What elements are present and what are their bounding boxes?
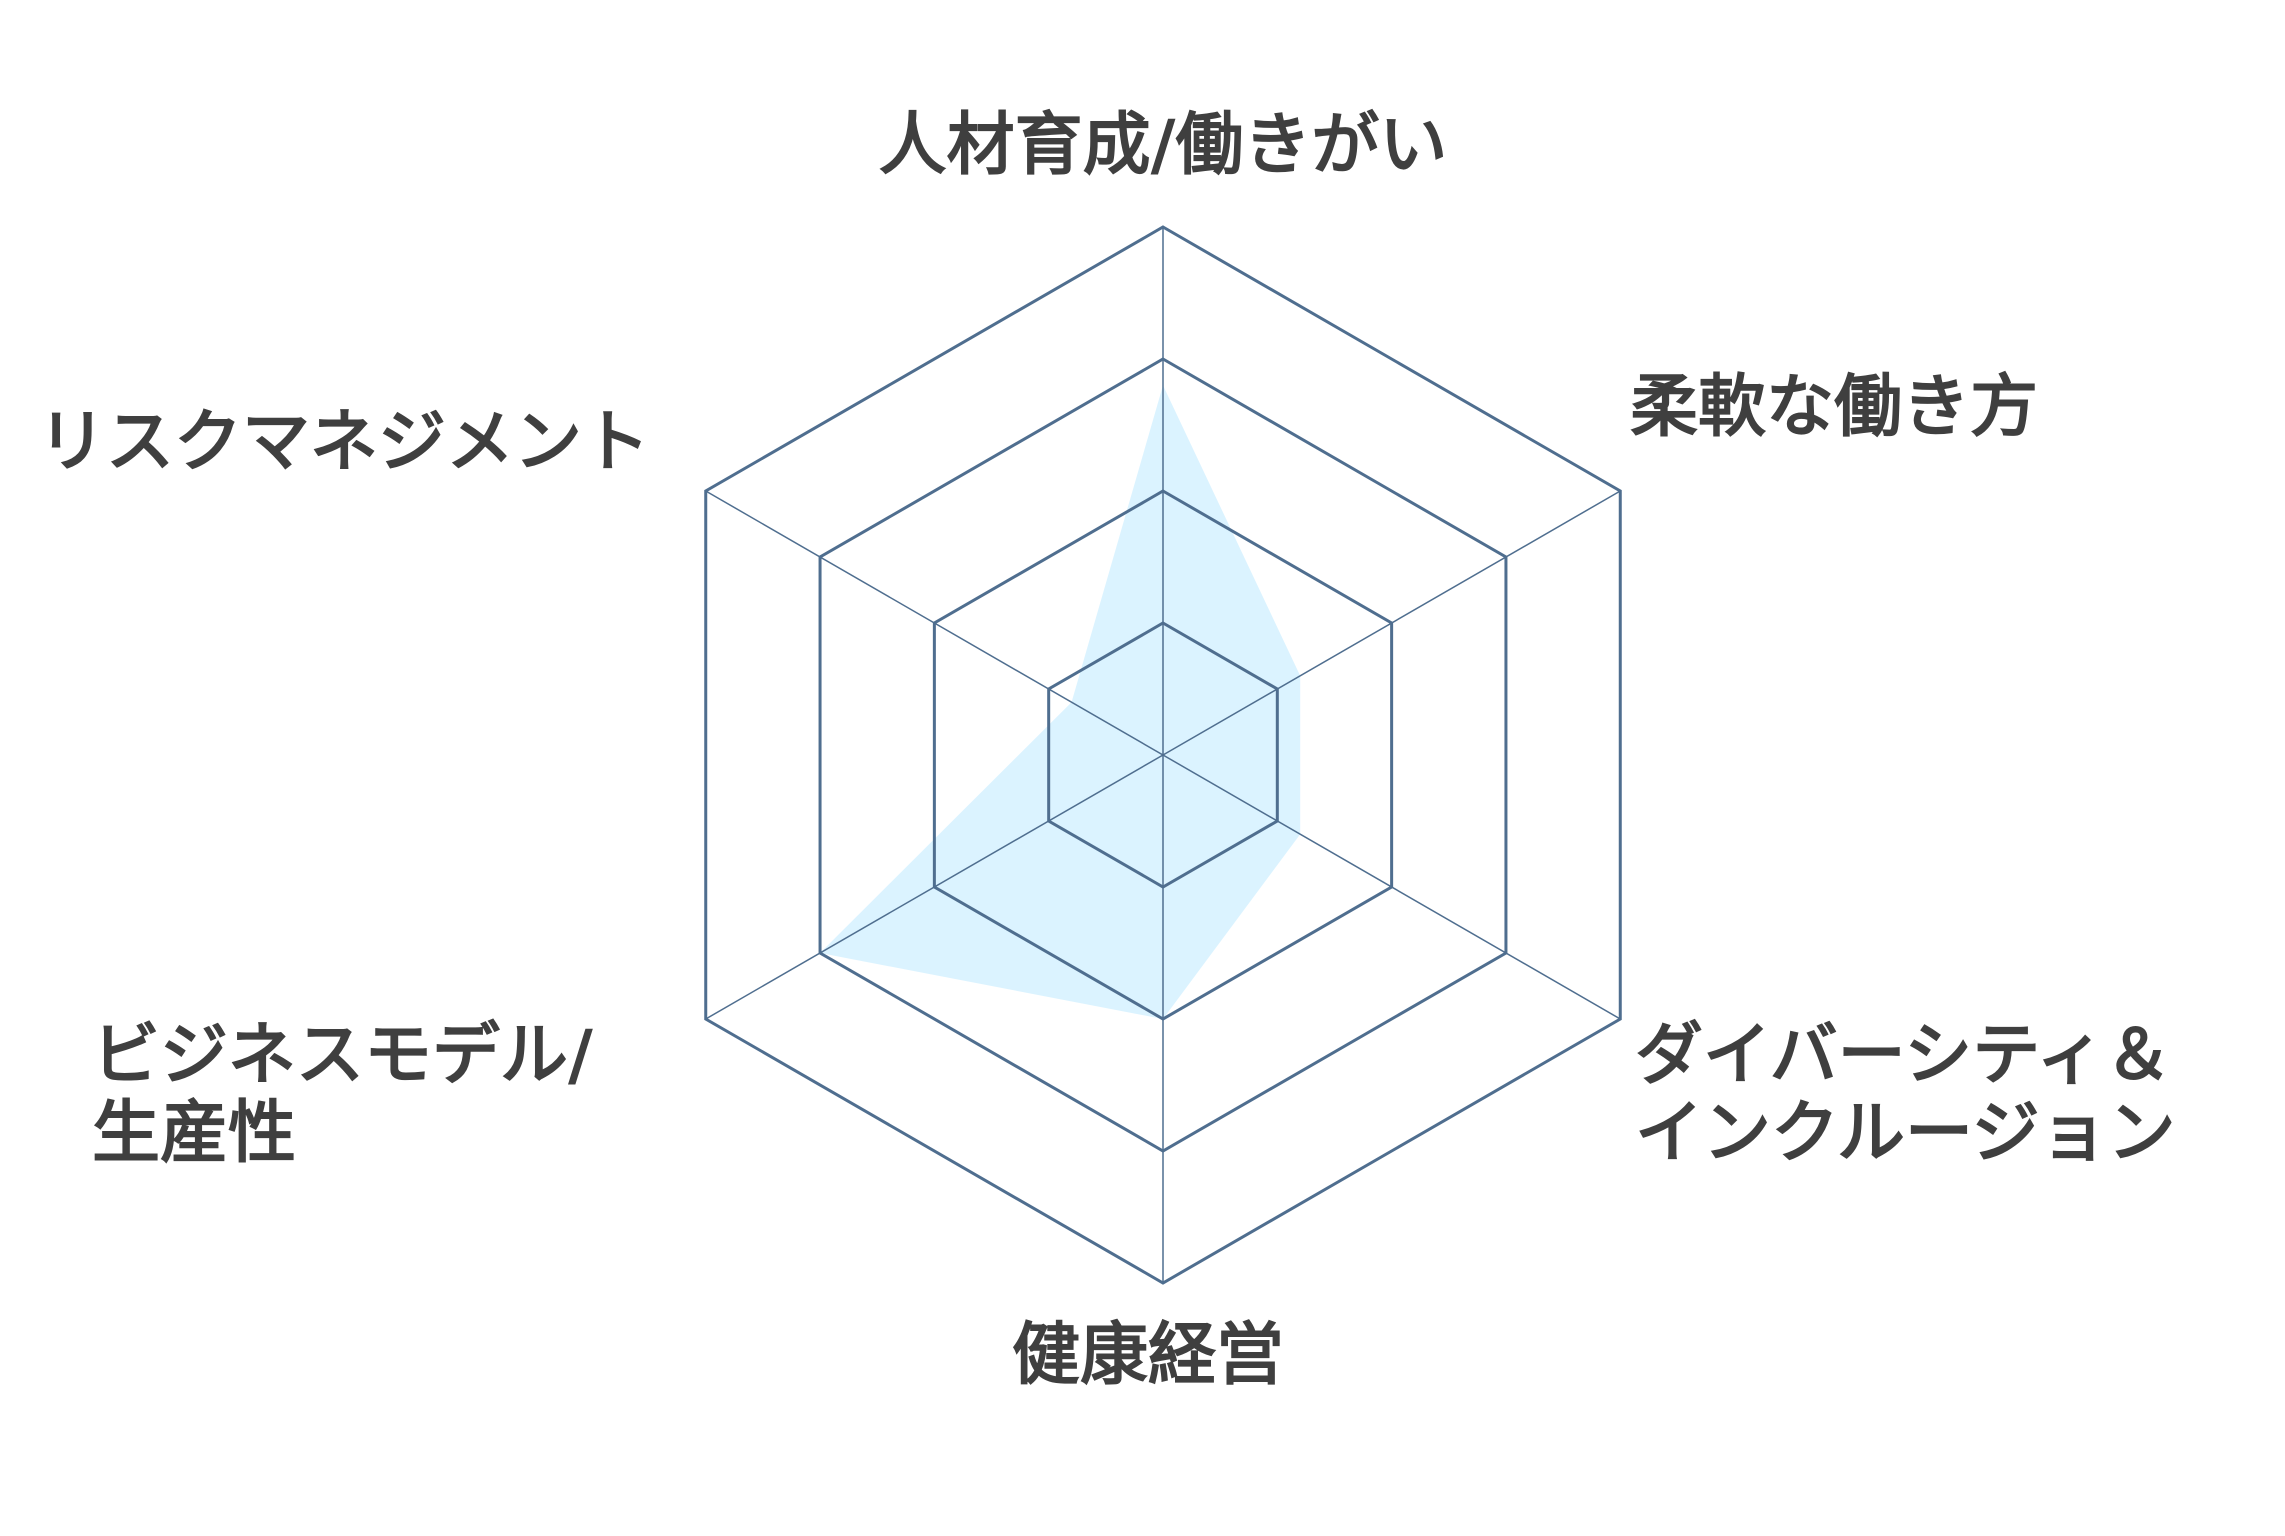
- axis-label-0: 人材育成/働きがい: [879, 106, 1448, 185]
- grid-layer: [704, 225, 1622, 1285]
- axis-label-2-line-1: インクルージョン: [1635, 1094, 2176, 1173]
- axis-label-3: 健康経営: [1012, 1316, 1284, 1395]
- axis-label-1-line-0: 柔軟な働き方: [1630, 368, 2038, 447]
- grid-spoke-1: [1162, 490, 1621, 756]
- series-area-0: [820, 385, 1301, 1019]
- axis-label-2: ダイバーシティ＆インクルージョン: [1635, 1016, 2176, 1173]
- axis-label-4-line-0: ビジネスモデル/: [92, 1016, 593, 1095]
- grid-spoke-4: [705, 754, 1164, 1020]
- axis-label-1: 柔軟な働き方: [1630, 368, 2038, 447]
- axis-label-3-line-0: 健康経営: [1012, 1316, 1284, 1395]
- series-layer: [820, 385, 1301, 1019]
- axis-label-4-line-1: 生産性: [92, 1094, 296, 1173]
- axis-label-2-line-0: ダイバーシティ＆: [1635, 1016, 2172, 1095]
- axis-label-5: リスクマネジメント: [38, 403, 650, 482]
- grid-spoke-5: [705, 490, 1164, 756]
- axis-label-4: ビジネスモデル/生産性: [92, 1016, 593, 1173]
- axis-label-5-line-0: リスクマネジメント: [38, 403, 650, 482]
- axis-label-0-line-0: 人材育成/働きがい: [879, 106, 1448, 185]
- grid-spoke-2: [1162, 754, 1621, 1020]
